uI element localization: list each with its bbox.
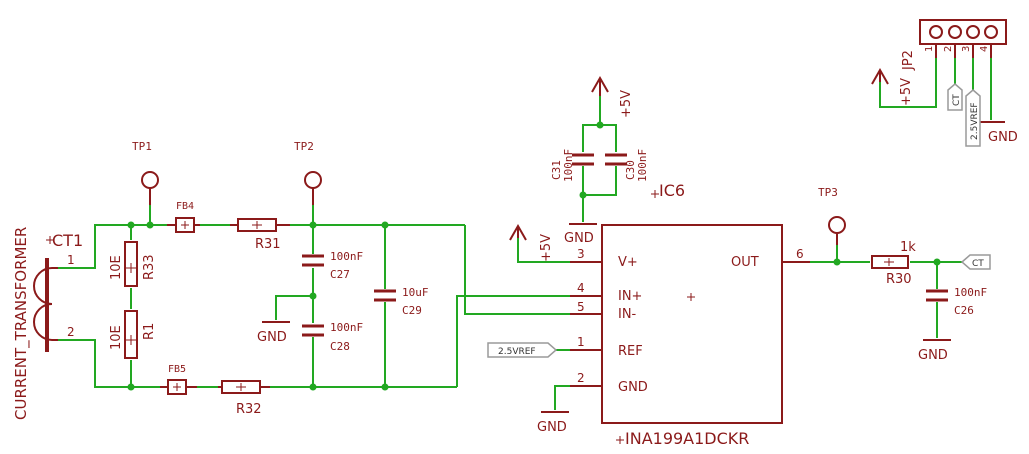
- c30-name: C30: [624, 160, 637, 180]
- current-transformer-ct1: CT1 CURRENT_TRANSFORMER 1 2: [12, 227, 83, 420]
- vref-label-1: 2.5VREF: [498, 347, 536, 357]
- ic6-pin3-num: 3: [577, 247, 585, 261]
- vcc-label-3: +5V: [899, 78, 914, 106]
- c29-name: C29: [402, 304, 422, 317]
- gnd-label-5: GND: [988, 130, 1018, 145]
- ic6-pin6-label: OUT: [731, 255, 759, 270]
- resistor-r32: R32: [218, 380, 270, 417]
- r30-value: 1k: [900, 240, 916, 255]
- ic6-pin5-num: 5: [577, 300, 585, 314]
- fb5-name: FB5: [168, 364, 186, 375]
- capacitor-c26: 100nF C26: [926, 286, 987, 317]
- tp1-name: TP1: [132, 140, 152, 153]
- resistor-r30: 1k R30: [871, 240, 916, 287]
- resistor-r33: 10E R33: [109, 241, 157, 287]
- capacitor-c29: 10uF C29: [374, 286, 429, 317]
- ic6-pin4-label: IN+: [618, 289, 642, 304]
- ic6-pin2-num: 2: [577, 371, 585, 385]
- ic6-chip: IC6 INA199A1DCKR 3 V+ 4 IN+ 5 IN- 1 REF …: [570, 181, 810, 448]
- capacitor-c30: C30 100nF: [605, 149, 649, 182]
- vcc-label-2: +5V: [619, 90, 634, 118]
- net-label-2p5vref-ic: 2.5VREF: [487, 342, 558, 358]
- r33-value: 10E: [109, 255, 124, 280]
- ct-label-1: CT: [972, 259, 984, 269]
- gnd-symbol-c26: GND: [918, 339, 951, 363]
- ferrite-bead-fb5: FB5: [160, 364, 197, 395]
- vref-label-2: 2.5VREF: [970, 102, 980, 140]
- ic6-pin5-label: IN-: [618, 307, 637, 322]
- gnd-symbol-decoupling: GND: [564, 223, 597, 246]
- c30-value: 100nF: [636, 149, 649, 182]
- ic6-pin1-label: REF: [618, 344, 643, 359]
- r33-name: R33: [142, 254, 157, 280]
- capacitor-c27: 100nF C27: [302, 250, 363, 281]
- capacitor-c28: 100nF C28: [302, 321, 363, 353]
- r1-name: R1: [142, 323, 157, 340]
- gnd-symbol-jp2: GND: [977, 121, 1018, 145]
- vcc-symbol-jp2: +5V: [871, 67, 914, 106]
- c26-name: C26: [954, 304, 974, 317]
- test-point-tp3: TP3: [818, 186, 846, 245]
- r32-name: R32: [236, 402, 262, 417]
- c27-name: C27: [330, 268, 350, 281]
- ct-label-2: CT: [952, 94, 962, 106]
- c29-value: 10uF: [402, 286, 429, 299]
- r31-name: R31: [255, 237, 281, 252]
- vcc-symbol-decoupling: +5V: [591, 75, 634, 118]
- vcc-symbol-ic6: +5V: [509, 223, 554, 262]
- jp2-pin4: 4: [979, 46, 990, 52]
- ic6-name: IC6: [659, 181, 685, 200]
- header-jp2: JP2 1 2 3 4: [901, 19, 1007, 71]
- gnd-label-4: GND: [918, 348, 948, 363]
- gnd-label-2: GND: [564, 231, 594, 246]
- jp2-pin1: 1: [924, 46, 935, 52]
- r1-value: 10E: [109, 325, 124, 350]
- c31-value: 100nF: [562, 149, 575, 182]
- ct1-name: CT1: [52, 231, 83, 250]
- gnd-symbol-ic6: GND: [537, 411, 569, 435]
- c26-value: 100nF: [954, 286, 987, 299]
- ct1-pin2: 2: [67, 325, 75, 339]
- wires: [52, 56, 992, 410]
- tp2-name: TP2: [294, 140, 314, 153]
- net-label-ct-jp2: CT: [947, 83, 963, 111]
- tp3-name: TP3: [818, 186, 838, 199]
- ic6-pin4-num: 4: [577, 281, 585, 295]
- jp2-pin2: 2: [943, 46, 954, 52]
- ic6-pin3-label: V+: [618, 255, 638, 270]
- c28-name: C28: [330, 340, 350, 353]
- capacitor-c31: C31 100nF: [550, 149, 594, 182]
- resistor-r31: R31: [230, 218, 290, 252]
- gnd-label-3: GND: [537, 420, 567, 435]
- gnd-label-1: GND: [257, 330, 287, 345]
- junctions: [127, 121, 941, 391]
- resistor-r1: 10E R1: [109, 310, 157, 359]
- r30-name: R30: [886, 272, 912, 287]
- vcc-label-1: +5V: [539, 234, 554, 262]
- ct1-value: CURRENT_TRANSFORMER: [12, 227, 31, 420]
- jp2-pin3: 3: [961, 46, 972, 52]
- net-label-vref-jp2: 2.5VREF: [965, 89, 981, 147]
- ct1-pin1: 1: [67, 253, 75, 267]
- ic6-part: INA199A1DCKR: [625, 429, 749, 448]
- test-point-tp2: TP2: [294, 140, 322, 205]
- ic6-pin6-num: 6: [796, 247, 804, 261]
- c28-value: 100nF: [330, 321, 363, 334]
- test-point-tp1: TP1: [132, 140, 159, 205]
- ic6-pin1-num: 1: [577, 335, 585, 349]
- net-label-ct-out: CT: [960, 254, 991, 270]
- ic6-pin2-label: GND: [618, 380, 648, 395]
- c27-value: 100nF: [330, 250, 363, 263]
- gnd-symbol-c27: GND: [257, 321, 290, 345]
- fb4-name: FB4: [176, 201, 194, 212]
- ferrite-bead-fb4: FB4: [167, 201, 200, 233]
- c31-name: C31: [550, 160, 563, 180]
- jp2-name: JP2: [901, 50, 916, 71]
